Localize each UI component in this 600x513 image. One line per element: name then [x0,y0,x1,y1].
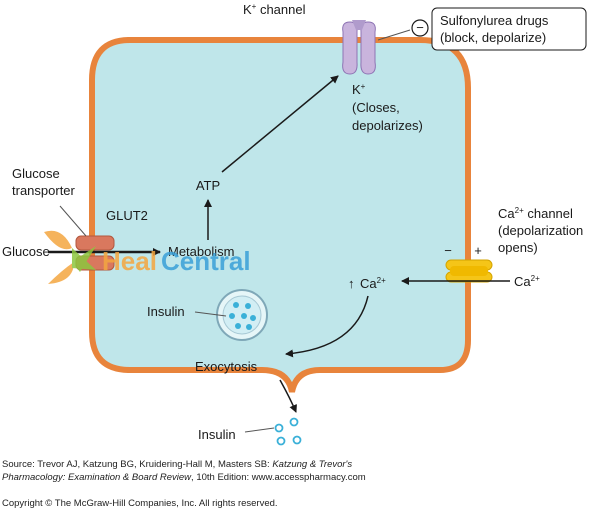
insulin-granule-leader [194,311,227,317]
healcentral-watermark: Heal Central [44,230,251,284]
k-channel-label: K+ channel [243,2,306,17]
svg-text:Central: Central [161,246,251,276]
ca-inside-label: Ca2+ [360,276,386,291]
sulfonylurea-label-line2: (block, depolarize) [440,30,546,45]
insulin-granule-icon [216,289,268,341]
copyright-notice: Copyright © The McGraw-Hill Companies, I… [2,498,278,509]
atp-to-k-channel-arrow [221,75,339,173]
membrane-minus-label: − [444,243,452,258]
ca-channel-label: Ca2+ channel [498,206,573,221]
inhibition-minus: − [416,20,424,35]
k-closes-label-line1: (Closes, [352,100,400,115]
exocytosis-release-arrow [279,379,297,413]
insulin-released-leader [244,427,275,433]
glut2-label: GLUT2 [106,208,148,223]
membrane-plus-label: + [474,243,482,258]
source-citation: Source: Trevor AJ, Katzung BG, Kruiderin… [2,459,353,470]
k-closes-label-line2: depolarizes) [352,118,423,133]
k-ion-label: K+ [352,82,366,97]
glucose-transporter-leader [59,205,87,237]
ca-depol-label-line1: (depolarization [498,223,583,238]
metabolism-label: Metabolism [168,244,234,259]
atp-label: ATP [196,178,220,193]
ca-inside-up-arrow: ↑ [348,276,355,291]
glucose-transporter-label-line1: Glucose [12,166,60,181]
svg-text:Heal: Heal [102,246,157,276]
glucose-transporter-label-line2: transporter [12,183,76,198]
ca-to-exocytosis-arrow [285,295,369,358]
sulfonylurea-leader [377,29,411,41]
k-channel-icon [342,20,376,75]
exocytosis-label: Exocytosis [195,359,258,374]
sulfonylurea-box [431,7,587,51]
sulfonylurea-label-line1: Sulfonylurea drugs [440,13,549,28]
insulin-granule-label: Insulin [147,304,185,319]
beta-cell-membrane [89,37,471,393]
glucose-label: Glucose [2,244,50,259]
insulin-released-label: Insulin [198,427,236,442]
ca-depol-label-line2: opens) [498,240,538,255]
ca-channel-icon [445,259,493,283]
source-citation-line2: Pharmacology: Examination & Board Review… [2,472,366,483]
inhibition-circle-icon [411,19,429,37]
ca-outside-label: Ca2+ [514,274,540,289]
released-insulin-dots [274,417,302,446]
